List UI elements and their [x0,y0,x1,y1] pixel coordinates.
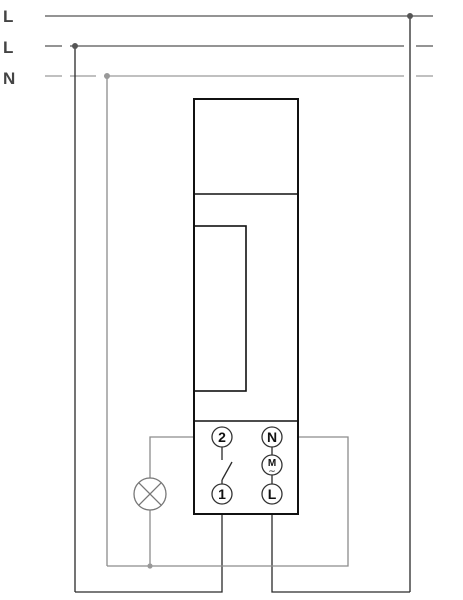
wire-terminal-2-to-lamp [149,436,214,478]
terminal-l-label: L [268,486,277,502]
line-label-l2: L [3,38,13,57]
terminal-2-label: 2 [218,429,226,445]
terminal-2: 2 [211,426,233,448]
motor-label: M [268,458,276,469]
terminal-1-label: 1 [218,486,226,502]
wire-l1-to-terminal-l [271,502,410,593]
motor-ac-symbol: ~ [268,467,276,477]
wire-l2-to-terminal-1 [75,502,223,593]
junction-l2 [72,43,78,49]
line-label-n: N [3,69,15,88]
device-display-window [193,225,247,392]
terminal-l: L [261,483,283,505]
switch-contact-icon [221,447,233,484]
lamp-icon [133,477,167,511]
terminal-1: 1 [211,483,233,505]
junction-l1 [407,13,413,19]
motor-icon: M ~ [261,454,283,477]
junction-n [104,73,110,79]
terminal-n: N [261,426,283,448]
timer-device [193,98,299,515]
line-label-l1: L [3,7,13,26]
terminal-n-label: N [267,429,277,445]
junction-lamp-n [147,563,153,569]
wire-n-to-terminal-n [107,436,349,567]
